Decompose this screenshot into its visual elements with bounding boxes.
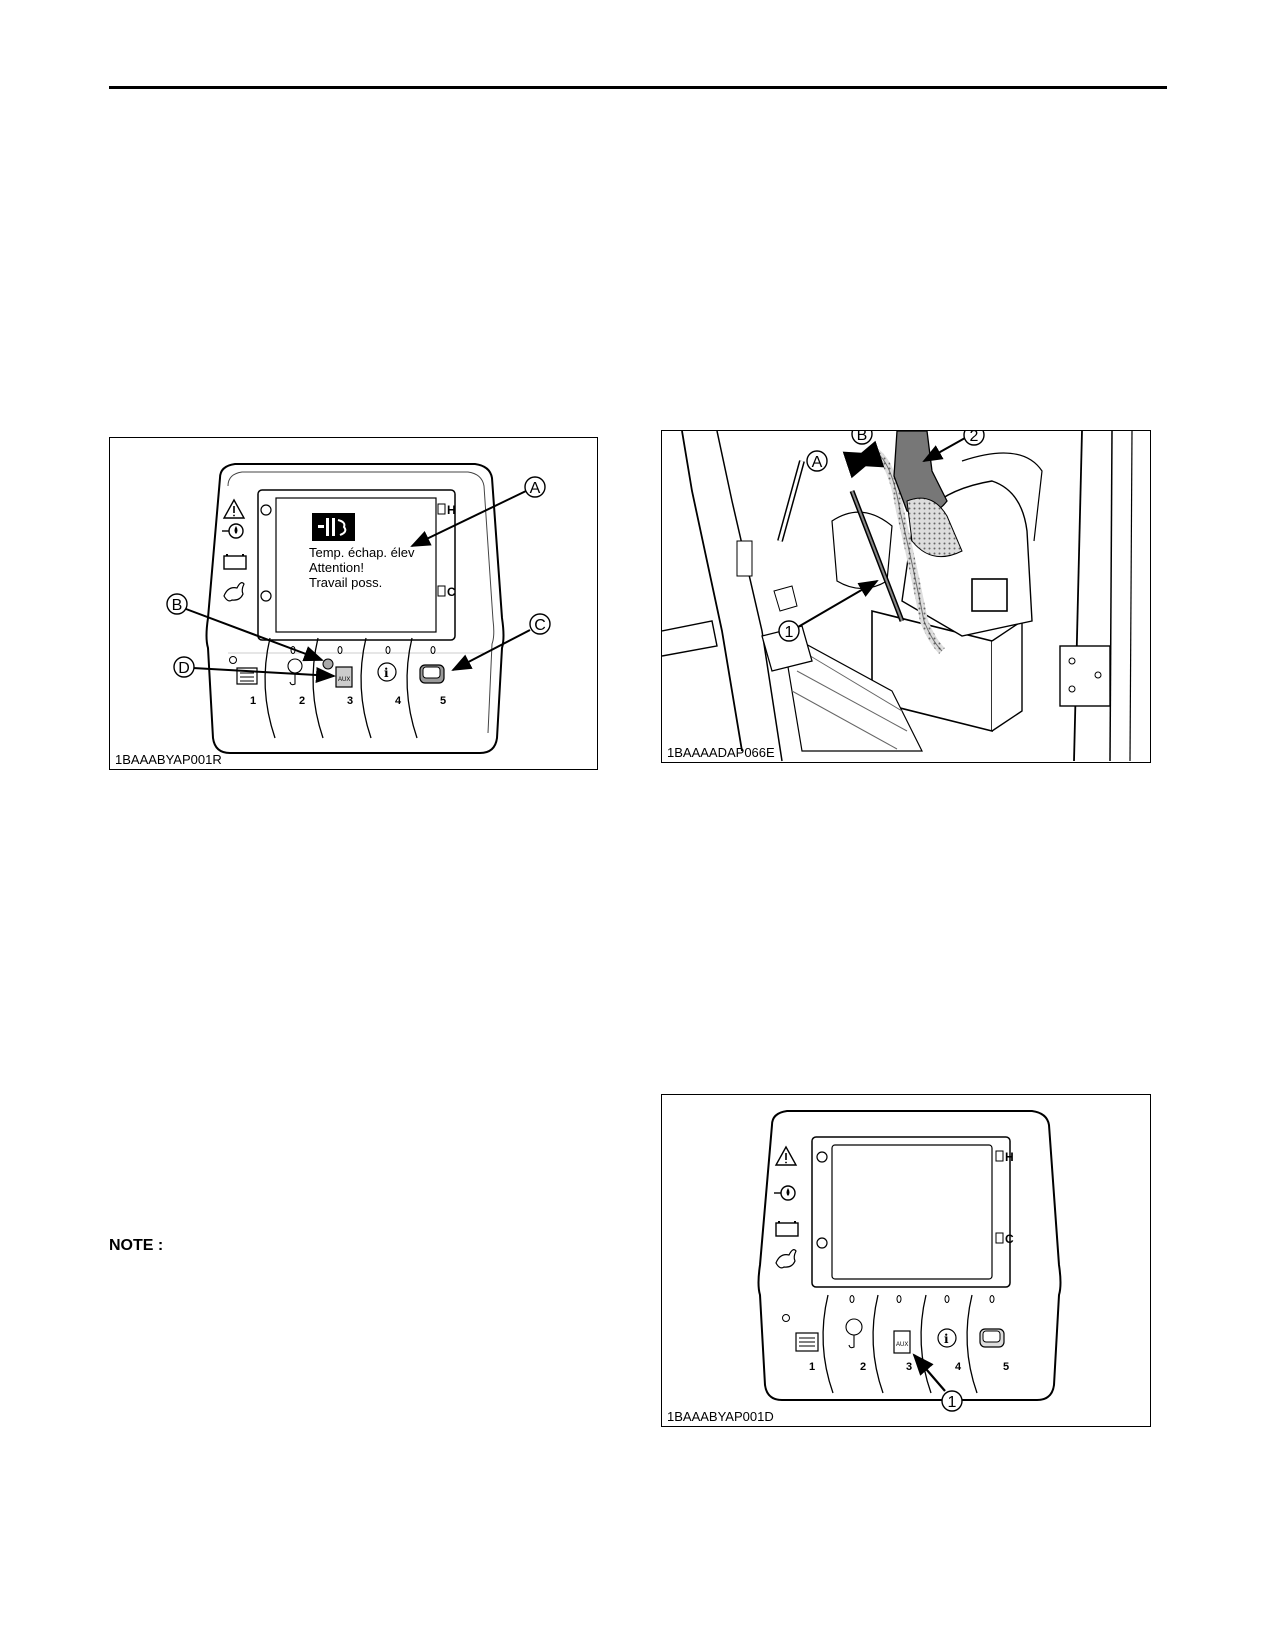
warning-triangle-icon bbox=[222, 498, 246, 519]
callout-1 bbox=[778, 620, 800, 642]
callout-d-label: D bbox=[178, 660, 190, 677]
oil-pressure-icon bbox=[774, 1185, 796, 1201]
svg-text:AUX: AUX bbox=[338, 677, 350, 683]
figure-cab-interior-levers: A B 1 2 1BAAAADAP066E bbox=[661, 430, 1151, 763]
callout-b bbox=[166, 593, 188, 615]
label-h: H bbox=[447, 503, 456, 517]
oil-pressure-icon bbox=[222, 523, 244, 539]
figure-meter-panel-warning: H C Temp. échap. élev Attention! Travail… bbox=[109, 437, 598, 770]
callout-a bbox=[806, 450, 828, 472]
battery-icon bbox=[223, 554, 247, 570]
lcd-line-3: Travail poss. bbox=[309, 575, 382, 590]
callout-b-label: B bbox=[172, 597, 183, 614]
svg-text:i: i bbox=[384, 666, 389, 680]
button-number-2: 2 bbox=[860, 1361, 866, 1373]
meter-panel-drawing: H C Temp. échap. élev Attention! Travail… bbox=[166, 463, 551, 754]
label-c: C bbox=[447, 585, 456, 599]
callout-d bbox=[173, 656, 195, 678]
crane-button-icon bbox=[287, 658, 303, 674]
lcd-screen bbox=[275, 497, 437, 633]
callout-1 bbox=[941, 1390, 963, 1412]
figure-code: 1BAAAADAP066E bbox=[667, 745, 775, 760]
button-number-3: 3 bbox=[347, 695, 353, 707]
label-h: H bbox=[1005, 1150, 1014, 1164]
callout-2-label: 2 bbox=[970, 431, 979, 445]
indicator-lamp-b bbox=[322, 658, 334, 670]
callout-1-label: 1 bbox=[948, 1394, 957, 1411]
callout-b-label: B bbox=[857, 431, 868, 444]
meter-panel-drawing: H C AUX bbox=[757, 1110, 1062, 1412]
button-number-3: 3 bbox=[906, 1361, 912, 1373]
top-rule bbox=[109, 86, 1167, 89]
label-c: C bbox=[1005, 1232, 1014, 1246]
battery-icon bbox=[775, 1221, 799, 1237]
crane-button-icon bbox=[845, 1318, 863, 1336]
callout-2 bbox=[963, 431, 985, 446]
button-number-4: 4 bbox=[955, 1361, 962, 1373]
aux-button-icon bbox=[893, 1330, 911, 1354]
lcd-screen bbox=[831, 1144, 993, 1280]
info-button-icon bbox=[937, 1328, 957, 1348]
cab-interior-drawing: A B 1 2 bbox=[662, 431, 1133, 762]
warning-triangle-icon bbox=[774, 1145, 798, 1166]
callout-a-label: A bbox=[530, 480, 541, 497]
figure-code: 1BAAABYAP001D bbox=[667, 1409, 774, 1424]
button-number-4: 4 bbox=[395, 695, 402, 707]
callout-b bbox=[851, 431, 873, 445]
lcd-line-2: Attention! bbox=[309, 560, 364, 575]
callout-c bbox=[529, 613, 551, 635]
lcd-line-1: Temp. échap. élev bbox=[309, 545, 415, 560]
button-number-5: 5 bbox=[440, 695, 446, 707]
callout-a-label: A bbox=[812, 454, 823, 471]
button-number-1: 1 bbox=[809, 1361, 815, 1373]
rabbit-icon bbox=[223, 582, 245, 602]
svg-text:i: i bbox=[944, 1332, 949, 1346]
figure-meter-panel-aux: H C AUX bbox=[661, 1094, 1151, 1427]
info-button-icon bbox=[377, 662, 397, 682]
aux-button-icon bbox=[335, 666, 353, 688]
button-number-1: 1 bbox=[250, 695, 256, 707]
button-number-2: 2 bbox=[299, 695, 305, 707]
figure-code: 1BAAABYAP001R bbox=[115, 752, 222, 767]
callout-c-label: C bbox=[534, 617, 546, 634]
button-number-5: 5 bbox=[1003, 1361, 1009, 1373]
svg-text:AUX: AUX bbox=[896, 1342, 908, 1348]
callout-1-label: 1 bbox=[785, 624, 794, 641]
rabbit-icon bbox=[775, 1249, 797, 1269]
callout-a bbox=[524, 476, 546, 498]
note-label: NOTE : bbox=[109, 1237, 164, 1254]
